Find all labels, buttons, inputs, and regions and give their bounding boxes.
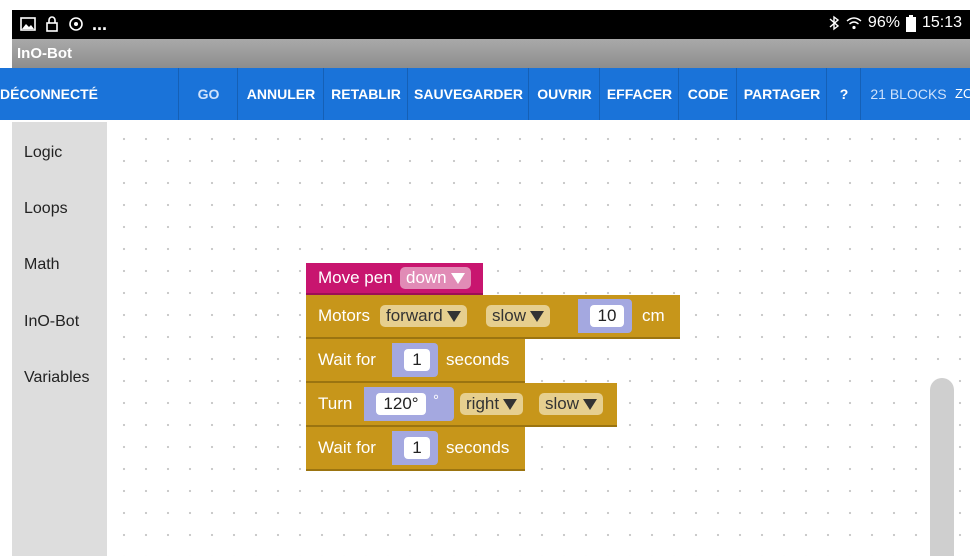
app-title: InO-Bot bbox=[17, 45, 72, 62]
dropdown-arrow-icon bbox=[530, 310, 545, 322]
status-bar: ... 96% 15:13 bbox=[12, 10, 970, 39]
wait-label-2: Wait for bbox=[318, 438, 376, 457]
annuler-button[interactable]: ANNULER bbox=[237, 68, 324, 120]
zoom-button[interactable]: ZO bbox=[955, 86, 970, 101]
code-button[interactable]: CODE bbox=[678, 68, 737, 120]
lock-icon bbox=[46, 16, 58, 32]
ouvrir-button[interactable]: OUVRIR bbox=[528, 68, 600, 120]
motors-speed-dropdown[interactable]: slow bbox=[486, 305, 551, 327]
turn-direction-value: right bbox=[466, 394, 500, 413]
wait-input-2[interactable]: 1 bbox=[404, 437, 430, 459]
dropdown-arrow-icon bbox=[446, 310, 461, 322]
distance-unit: cm bbox=[642, 306, 665, 325]
status-notifications: ... bbox=[20, 15, 107, 33]
effacer-button[interactable]: EFFACER bbox=[599, 68, 679, 120]
motors-direction-value: forward bbox=[386, 306, 443, 325]
distance-input[interactable]: 10 bbox=[590, 305, 624, 327]
category-math[interactable]: Math bbox=[24, 256, 60, 273]
connection-status[interactable]: DÉCONNECTÉ bbox=[0, 68, 178, 120]
move-pen-label: Move pen bbox=[318, 268, 393, 287]
wait-unit-2: seconds bbox=[446, 438, 510, 457]
dropdown-arrow-icon bbox=[503, 398, 518, 410]
more-notifications: ... bbox=[92, 14, 108, 34]
motors-speed-value: slow bbox=[492, 306, 527, 325]
connection-status-label: DÉCONNECTÉ bbox=[0, 86, 99, 102]
status-system: 96% 15:13 bbox=[828, 14, 962, 32]
turn-speed-value: slow bbox=[545, 394, 580, 413]
turn-block[interactable]: Turn 120° ° right slow bbox=[306, 383, 617, 427]
block-count: 21 BLOCKS bbox=[860, 68, 956, 120]
turn-label: Turn bbox=[318, 394, 353, 413]
dropdown-arrow-icon bbox=[450, 272, 465, 284]
wifi-icon bbox=[846, 17, 862, 30]
help-button[interactable]: ? bbox=[826, 68, 861, 120]
category-inobot[interactable]: InO-Bot bbox=[24, 313, 80, 330]
battery-level: 96% bbox=[867, 14, 900, 31]
move-pen-block[interactable]: Move pen down bbox=[306, 263, 483, 295]
turn-speed-dropdown[interactable]: slow bbox=[539, 393, 604, 415]
wait-block-2[interactable]: Wait for 1 seconds bbox=[306, 427, 525, 471]
motors-label: Motors bbox=[318, 306, 370, 325]
motors-direction-dropdown[interactable]: forward bbox=[380, 305, 467, 327]
retablir-button[interactable]: RETABLIR bbox=[323, 68, 408, 120]
category-logic[interactable]: Logic bbox=[24, 144, 63, 161]
toolbox-sidebar: Logic Loops Math InO-Bot Variables bbox=[12, 122, 107, 556]
wait-block-1[interactable]: Wait for 1 seconds bbox=[306, 339, 525, 383]
clock: 15:13 bbox=[921, 14, 962, 31]
battery-icon bbox=[905, 14, 916, 32]
sync-icon bbox=[69, 17, 83, 31]
bluetooth-icon bbox=[829, 15, 840, 31]
angle-degree-sign: ° bbox=[433, 392, 439, 409]
app-bar: InO-Bot bbox=[12, 39, 970, 68]
category-variables[interactable]: Variables bbox=[24, 369, 90, 386]
motors-block[interactable]: Motors forward slow 10 cm bbox=[306, 295, 680, 339]
partager-button[interactable]: PARTAGER bbox=[736, 68, 827, 120]
gallery-icon bbox=[20, 17, 36, 31]
turn-direction-dropdown[interactable]: right bbox=[460, 393, 524, 415]
block-workspace[interactable] bbox=[107, 122, 970, 556]
toolbar: DÉCONNECTÉ GO ANNULER RETABLIR SAUVEGARD… bbox=[0, 68, 970, 120]
sauvegarder-button[interactable]: SAUVEGARDER bbox=[407, 68, 529, 120]
wait-unit-1: seconds bbox=[446, 350, 510, 369]
angle-input[interactable]: 120° bbox=[376, 393, 426, 415]
go-button[interactable]: GO bbox=[178, 68, 238, 120]
pen-state-value: down bbox=[406, 268, 447, 287]
category-loops[interactable]: Loops bbox=[24, 200, 68, 217]
pen-state-dropdown[interactable]: down bbox=[400, 267, 471, 289]
wait-input-1[interactable]: 1 bbox=[404, 349, 430, 371]
workspace-scrollbar[interactable] bbox=[930, 378, 954, 556]
wait-label-1: Wait for bbox=[318, 350, 376, 369]
dropdown-arrow-icon bbox=[583, 398, 598, 410]
